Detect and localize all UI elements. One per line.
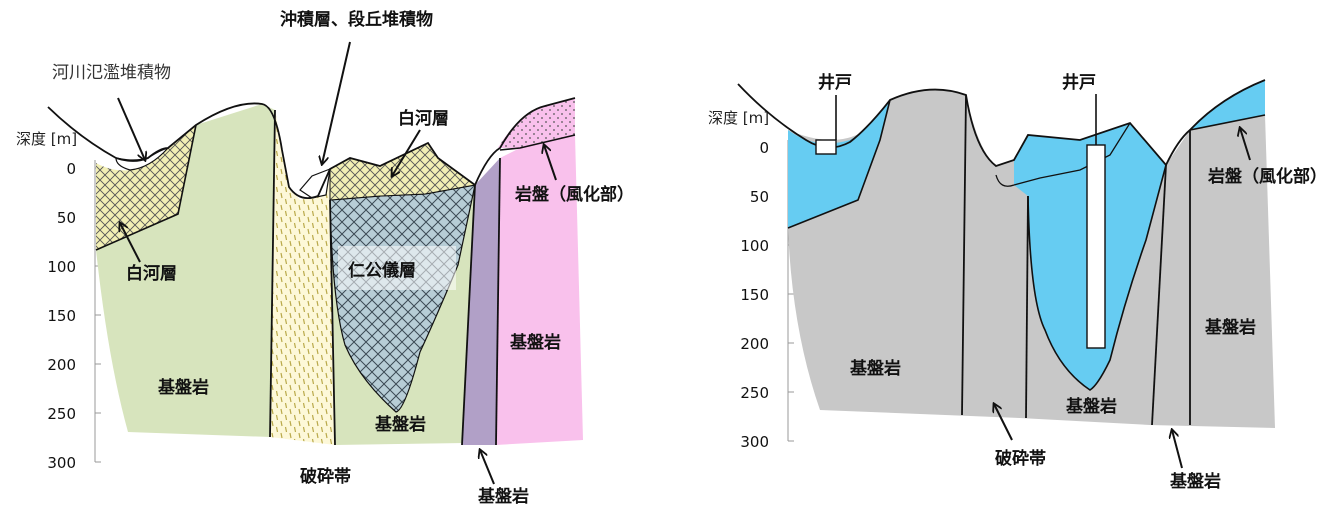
- label-basement-right-right: 基盤岩: [1204, 317, 1256, 338]
- right-cross-section: 深度 [m] 0 50 100 150 200 250 300 井戸: [708, 72, 1327, 492]
- label-shirakawa-left: 白河層: [126, 263, 177, 284]
- arrow-shirakawa-left: [120, 223, 141, 263]
- left-shirakawa-layer: [96, 125, 196, 250]
- left-tick-100: 100: [47, 258, 76, 276]
- right-water-top: [1190, 80, 1265, 130]
- label-nikogi: 仁公儀層: [348, 260, 416, 281]
- label-basement-right: 基盤岩: [509, 332, 561, 353]
- right-fracture-boundary-a: [961, 94, 967, 416]
- label-bedrock-weathered-left: 岩盤（風化部）: [514, 184, 634, 205]
- arrow-shirakawa-top: [392, 129, 421, 176]
- right-water-internal-line-2: [995, 174, 1015, 187]
- label-fracture-zone-left: 破砕帯: [300, 466, 351, 487]
- left-tick-150: 150: [47, 307, 76, 325]
- label-fracture-zone-right: 破砕帯: [995, 448, 1046, 469]
- right-tick-50: 50: [750, 188, 769, 206]
- label-basement-left: 基盤岩: [157, 377, 209, 398]
- pink-bedrock: [496, 135, 583, 445]
- left-basement-block: [96, 104, 275, 437]
- arrow-basement-bottom: [480, 450, 495, 485]
- right-fracture-boundary-b: [1025, 195, 1029, 419]
- right-tick-250: 250: [740, 384, 769, 402]
- left-fracture-zone: [270, 110, 335, 445]
- alluvium-deposit: [299, 168, 331, 199]
- left-weathered-base: [499, 134, 576, 151]
- label-well-center: 井戸: [1062, 72, 1096, 93]
- right-tick-300: 300: [740, 433, 769, 451]
- label-basement-center-right: 基盤岩: [1065, 396, 1117, 417]
- well-center: [1086, 144, 1106, 349]
- label-basement-center: 基盤岩: [374, 414, 426, 435]
- right-axis-title: 深度 [m]: [708, 109, 769, 127]
- right-water-boundary-left: [787, 99, 891, 229]
- arrow-basement-bottom-right: [1172, 430, 1183, 469]
- right-water-left: [788, 100, 890, 228]
- right-weathered-base: [1189, 114, 1266, 131]
- left-fracture-boundary-a: [269, 109, 276, 438]
- left-ground-surface: [47, 97, 576, 199]
- right-ground-surface: [737, 79, 1266, 168]
- right-water-internal-line: [1013, 122, 1131, 186]
- left-purple-boundary-a: [461, 184, 476, 446]
- arrow-weathered-right: [1240, 128, 1251, 161]
- left-tick-300: 300: [47, 454, 76, 472]
- right-fault-a: [1151, 164, 1167, 426]
- well-left: [815, 139, 837, 155]
- right-tick-200: 200: [740, 335, 769, 353]
- right-tick-150: 150: [740, 286, 769, 304]
- label-basement-left-right: 基盤岩: [849, 358, 901, 379]
- label-bedrock-weathered-right: 岩盤（風化部）: [1207, 166, 1327, 187]
- left-shirakawa-base: [95, 124, 197, 251]
- left-axis-title: 深度 [m]: [16, 130, 77, 148]
- left-tick-50: 50: [57, 209, 76, 227]
- label-alluvium-terrace: 沖積層、段丘堆積物: [280, 9, 433, 30]
- left-purple-boundary-b: [495, 157, 501, 446]
- left-cross-section: 深度 [m] 0 50 100 150 200 250 300: [16, 9, 634, 507]
- left-tick-200: 200: [47, 356, 76, 374]
- label-river-deposits: 河川氾濫堆積物: [52, 63, 171, 83]
- arrow-alluvium: [322, 41, 351, 164]
- nikogi-label-backdrop: [338, 246, 456, 290]
- purple-basement-block: [462, 158, 500, 445]
- pink-weathered-zone: [498, 98, 575, 148]
- left-tick-0: 0: [66, 160, 76, 178]
- label-well-left: 井戸: [818, 72, 852, 93]
- label-basement-bottom-right: 基盤岩: [1169, 471, 1221, 492]
- arrow-weathered-left: [544, 145, 557, 181]
- label-shirakawa-top: 白河層: [398, 108, 449, 129]
- left-fracture-boundary-b: [329, 199, 336, 446]
- arrow-fracture-right: [994, 404, 1013, 441]
- arrow-river-deposits: [117, 97, 145, 160]
- right-tick-0: 0: [759, 139, 769, 157]
- left-tick-250: 250: [47, 405, 76, 423]
- right-tick-100: 100: [740, 237, 769, 255]
- right-water-boundary-center: [1027, 164, 1167, 391]
- label-basement-bottom: 基盤岩: [477, 486, 529, 507]
- nikogi-layer: [329, 184, 476, 413]
